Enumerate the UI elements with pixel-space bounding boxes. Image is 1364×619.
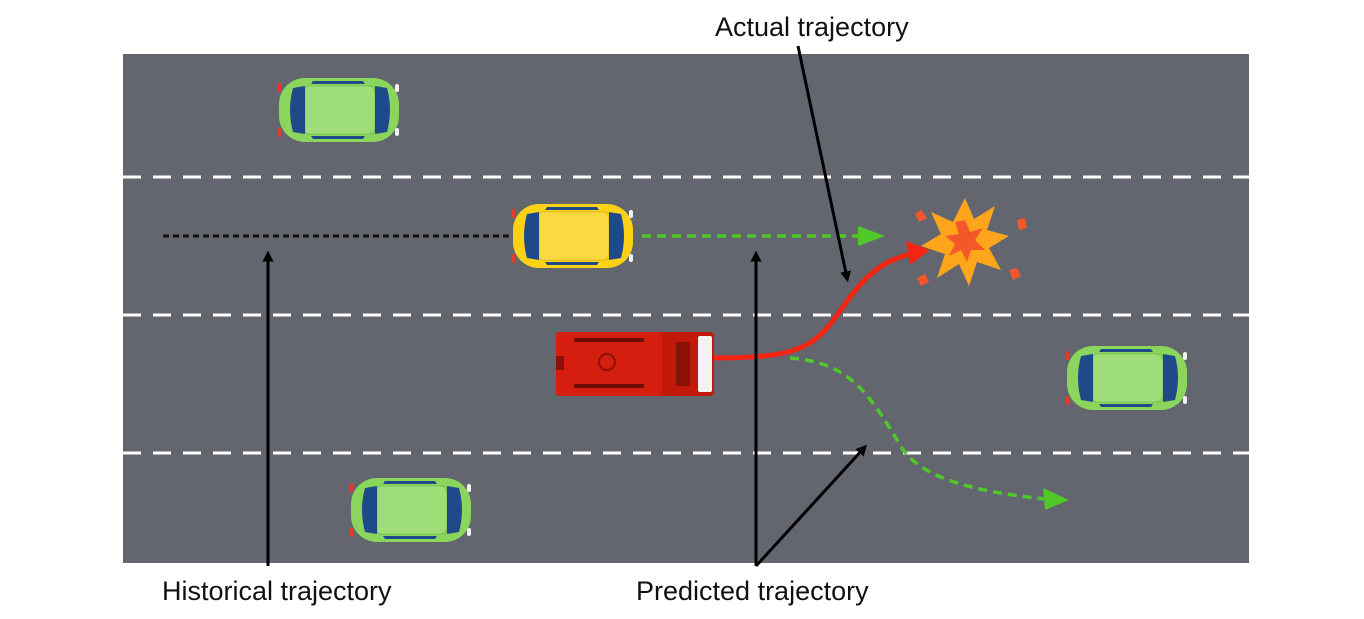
predicted-trajectory-label: Predicted trajectory xyxy=(636,576,869,606)
taxi-icon xyxy=(511,203,634,269)
lane-markings xyxy=(123,175,1249,455)
actual-trajectory-label: Actual trajectory xyxy=(715,12,909,42)
historical-trajectory-label: Historical trajectory xyxy=(162,576,392,606)
actual-trajectory-pointer xyxy=(796,45,852,283)
fire-truck-icon xyxy=(556,332,714,396)
car-icon-right xyxy=(1065,345,1188,411)
taxi-predicted-arrowhead xyxy=(858,226,885,246)
actual-trajectory-path xyxy=(711,251,913,361)
car-icon-bottom xyxy=(349,477,472,543)
car-icon-top-left xyxy=(277,77,400,143)
collision-explosion-icon xyxy=(915,198,1027,286)
actual-trajectory-arrowhead xyxy=(906,241,930,265)
truck-predicted-arrowhead xyxy=(1043,488,1069,510)
annotation-arrows xyxy=(262,45,867,568)
truck-predicted-path xyxy=(789,356,1046,501)
predicted-trajectory-pointer-truck xyxy=(754,444,867,568)
